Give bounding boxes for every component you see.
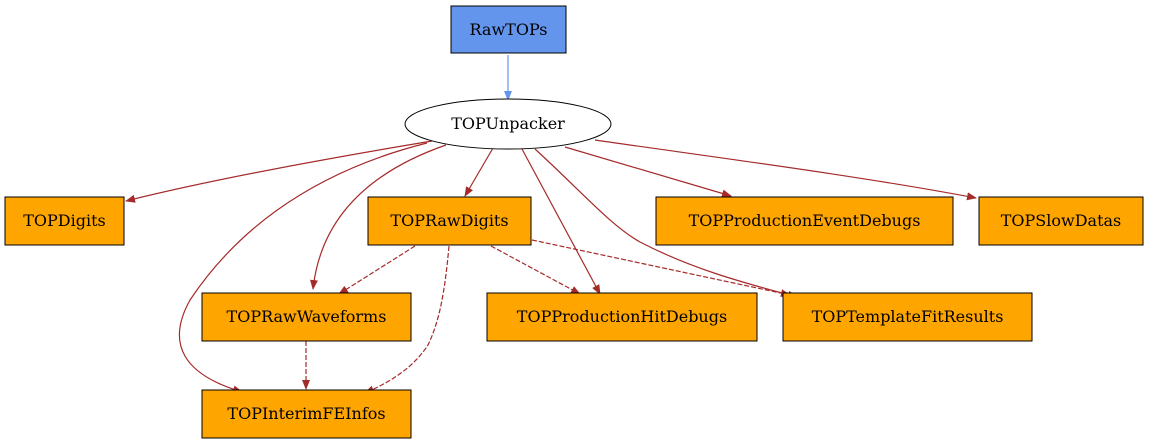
node-topinterimfeinfos[interactable]: TOPInterimFEInfos [201, 389, 412, 439]
node-toprawdigits-box [367, 196, 532, 246]
edge-topunpacker-to-topdigits [125, 140, 433, 203]
node-topproductioneventdebugs-box [655, 196, 954, 246]
edge-topunpacker-to-topinterimfeinfos [178, 142, 428, 394]
node-toprawdigits[interactable]: TOPRawDigits [367, 196, 532, 246]
node-toptemplatefitresults-label: TOPTemplateFitResults [812, 307, 1004, 326]
edge-toprawdigits-to-toprawwaveforms [338, 245, 416, 295]
edge-topunpacker-to-topproductioneventdebugs [564, 146, 732, 198]
node-topunpacker-ellipse [404, 98, 612, 150]
node-topproductioneventdebugs-label: TOPProductionEventDebugs [689, 211, 921, 230]
node-topproductionhitdebugs-label: TOPProductionHitDebugs [517, 307, 727, 326]
node-topunpacker-label: TOPUnpacker [451, 114, 565, 133]
node-topslowdatas[interactable]: TOPSlowDatas [978, 196, 1144, 246]
node-topdigits-label: TOPDigits [23, 211, 106, 230]
node-topunpacker[interactable]: TOPUnpacker [404, 98, 612, 150]
node-toptemplatefitresults[interactable]: TOPTemplateFitResults [782, 292, 1033, 342]
node-toprawwaveforms[interactable]: TOPRawWaveforms [201, 292, 412, 342]
node-topslowdatas-label: TOPSlowDatas [1001, 211, 1122, 230]
node-rawtops-label: RawTOPs [470, 20, 548, 39]
edge-toprawdigits-to-toptemplatefitresults [531, 239, 791, 298]
node-topdigits[interactable]: TOPDigits [4, 196, 125, 246]
edge-topunpacker-to-toprawdigits [464, 147, 494, 197]
edges-layer [125, 55, 977, 394]
node-topproductioneventdebugs[interactable]: TOPProductionEventDebugs [655, 196, 954, 246]
edge-toprawdigits-to-topinterimfeinfos [364, 245, 450, 394]
edge-topunpacker-to-topproductionhitdebugs [521, 148, 601, 295]
edge-topunpacker-to-toprawwaveforms [310, 144, 447, 290]
node-topslowdatas-box [978, 196, 1144, 246]
node-toptemplatefitresults-box [782, 292, 1033, 342]
node-topinterimfeinfos-box [201, 389, 412, 439]
node-topdigits-box [4, 196, 125, 246]
node-topinterimfeinfos-label: TOPInterimFEInfos [227, 404, 385, 423]
edge-topunpacker-to-topslowdatas [594, 139, 977, 201]
nodes-layer: RawTOPs TOPUnpacker TOPDigits TOPRawDigi… [4, 5, 1144, 439]
node-toprawwaveforms-box [201, 292, 412, 342]
node-topproductionhitdebugs[interactable]: TOPProductionHitDebugs [486, 292, 758, 342]
node-toprawdigits-label: TOPRawDigits [390, 211, 508, 230]
node-toprawwaveforms-label: TOPRawWaveforms [227, 307, 387, 326]
node-rawtops[interactable]: RawTOPs [450, 5, 567, 54]
node-topproductionhitdebugs-box [486, 292, 758, 342]
node-rawtops-box [450, 5, 567, 54]
edge-topunpacker-to-toptemplatefitresults [534, 148, 798, 299]
edge-toprawdigits-to-topproductionhitdebugs [490, 245, 581, 295]
